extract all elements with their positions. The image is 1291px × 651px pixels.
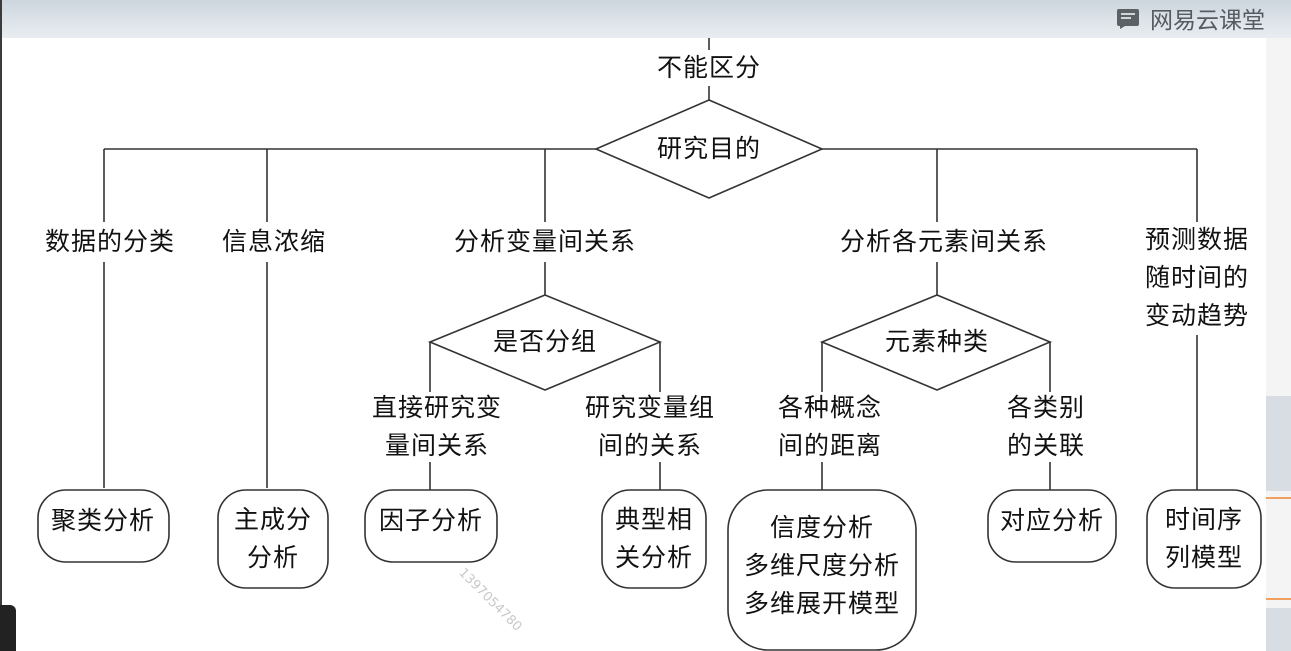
method-box-factor [364, 489, 498, 563]
decision-element-type [819, 294, 1053, 391]
brand: 网易云课堂 [1116, 3, 1265, 34]
method-box-mds [727, 489, 917, 651]
start-label: 不能区分 [656, 53, 762, 82]
method-timeseries: 时间序 列模型 [1164, 505, 1244, 572]
method-box-cluster [37, 489, 170, 563]
left-edge [0, 0, 2, 651]
grouped-label: 是否分组 [492, 327, 598, 356]
method-pca: 主成分 分析 [233, 505, 313, 572]
top-bar: 网易云课堂 [0, 0, 1291, 38]
right-panel [1266, 38, 1291, 651]
brand-name: 网易云课堂 [1150, 8, 1265, 34]
association-label: 各类别 的关联 [1006, 393, 1086, 460]
distance-label: 各种概念 间的距离 [777, 393, 883, 460]
goal-condense: 信息浓缩 [221, 227, 327, 256]
goal-elements: 分析各元素间关系 [839, 227, 1049, 256]
method-correspondence: 对应分析 [999, 506, 1105, 535]
book-icon [1117, 9, 1139, 29]
method-cluster: 聚类分析 [50, 506, 156, 535]
method-factor: 因子分析 [378, 506, 484, 535]
decision-purpose [593, 99, 825, 199]
right-panel-divider [1266, 497, 1291, 499]
method-mds: 信度分析 多维尺度分析 多维展开模型 [743, 513, 901, 618]
method-box-cca [601, 489, 707, 589]
goal-variables: 分析变量间关系 [453, 227, 637, 256]
element-type-label: 元素种类 [884, 327, 990, 356]
between-groups-label: 研究变量组 间的关系 [584, 393, 716, 460]
method-box-pca [217, 489, 329, 589]
direct-label: 直接研究变 量间关系 [371, 393, 503, 460]
method-cca: 典型相 关分析 [614, 505, 694, 572]
right-panel-divider [1266, 598, 1291, 600]
purpose-label: 研究目的 [656, 134, 762, 163]
right-panel-block [1266, 608, 1291, 651]
goal-forecast: 预测数据 随时间的 变动趋势 [1144, 225, 1250, 330]
right-panel-block [1266, 396, 1291, 491]
goal-classify: 数据的分类 [44, 227, 176, 256]
side-tab[interactable] [0, 605, 16, 651]
method-box-correspondence [987, 489, 1117, 563]
method-box-timeseries [1146, 489, 1262, 589]
decision-grouped [427, 294, 663, 391]
